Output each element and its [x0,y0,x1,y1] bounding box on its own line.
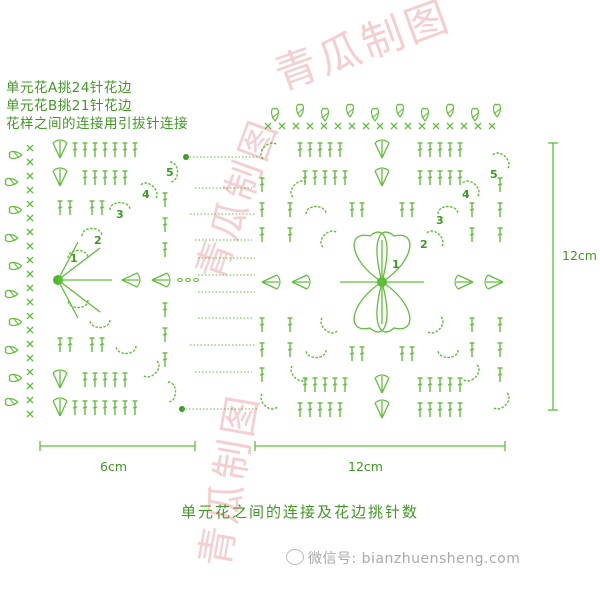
dimension-label-12cm-side: 12cm [562,248,597,263]
left-edging-sc-column [26,144,34,418]
brand-watermark: 微信号: bianzhuensheng.com [286,548,520,568]
right-full-motif [256,138,514,419]
left-motif-lower-rows [52,337,139,417]
right-motif-right-column [454,177,504,383]
round-label-left-1: 1 [70,252,78,265]
legend-line-join: 花样之间的连接用引拔针连接 [6,116,188,132]
right-motif-top-row [256,138,514,170]
round-label-right-5: 5 [490,168,498,181]
dimension-label-12cm-bottom: 12cm [348,459,383,474]
round-label-right-1: 1 [392,258,400,271]
round-label-left-3: 3 [116,208,124,221]
dimension-lines [39,142,558,451]
round-label-right-4: 4 [462,188,470,201]
left-motif-row-2 [52,167,129,187]
round-label-left-4: 4 [142,188,150,201]
wechat-icon [286,549,304,565]
top-edging-sc-row [264,122,496,130]
right-motif-row-2 [286,167,484,198]
right-motif-bottom-rows [256,364,514,419]
legend-line-a: 单元花A挑24针花边 [6,80,132,96]
dimension-label-6cm: 6cm [100,459,128,474]
right-motif-petals [340,231,424,333]
round-label-right-3: 3 [436,214,444,227]
top-edging [270,103,502,122]
right-motif-left-column [258,177,311,383]
round-label-right-2: 2 [420,238,428,251]
round-label-left-2: 2 [94,234,102,247]
brand-text: 微信号: bianzhuensheng.com [308,551,521,567]
left-motif-top-row [52,139,139,159]
legend-line-b: 单元花B挑21针花边 [6,98,132,114]
round-label-left-5: 5 [166,166,174,179]
left-half-motif [52,139,199,417]
join-lines [182,156,260,410]
diagram-caption: 单元花之间的连接及花边挑针数 [180,503,419,521]
left-edging [4,150,23,407]
left-motif-row-3 [56,200,106,216]
